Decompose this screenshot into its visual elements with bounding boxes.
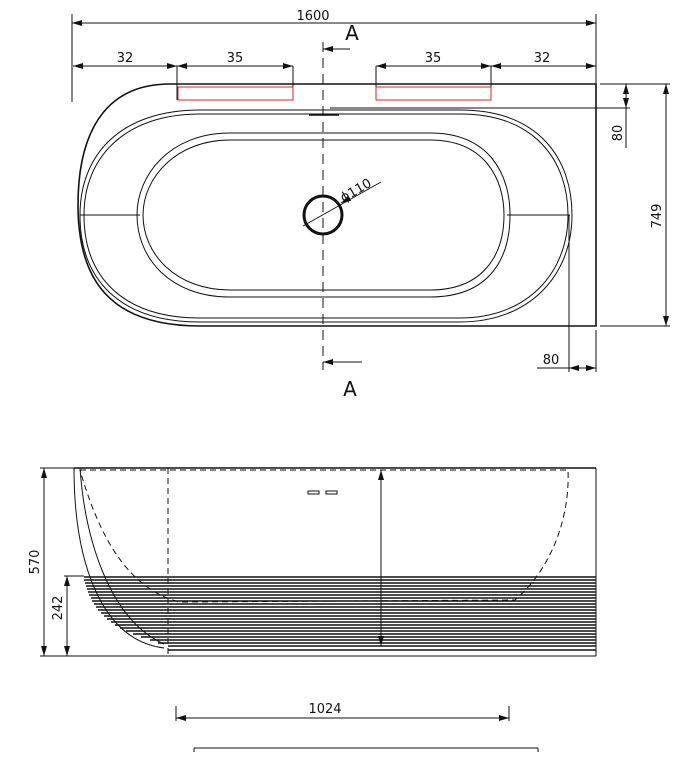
basin-ellipse-outer bbox=[136, 132, 511, 298]
rim-ellipse-outer bbox=[79, 109, 573, 323]
label-section-top: A bbox=[345, 21, 359, 45]
basin-ellipse-inner bbox=[142, 139, 505, 291]
label-right-slot: 35 bbox=[425, 51, 442, 66]
label-overall-width: 749 bbox=[650, 204, 665, 229]
overflow-symbol-left bbox=[307, 490, 320, 495]
label-left-slot: 35 bbox=[227, 51, 244, 66]
label-section-bottom: A bbox=[343, 377, 357, 401]
tub-outline bbox=[77, 83, 597, 327]
label-stripe-height: 242 bbox=[51, 596, 66, 621]
overflow-outline-right bbox=[375, 86, 492, 101]
overflow-outline-left bbox=[177, 86, 294, 101]
label-base-length: 1024 bbox=[308, 702, 341, 717]
plan-view: 1600 A 32 35 35 32 80 749 80 ϕ110 A bbox=[71, 9, 670, 401]
label-left-offset: 32 bbox=[117, 51, 134, 66]
label-right-offset: 32 bbox=[534, 51, 551, 66]
fluted-texture bbox=[84, 576, 596, 651]
label-height: 570 bbox=[28, 550, 43, 575]
label-drain-diameter: ϕ110 bbox=[338, 176, 374, 206]
drain-diameter-leader bbox=[302, 181, 382, 227]
label-rim-depth: 80 bbox=[611, 125, 626, 142]
side-left-inner-curve bbox=[79, 467, 165, 645]
label-bottom-offset: 80 bbox=[543, 353, 560, 368]
label-overall-length: 1600 bbox=[296, 9, 329, 24]
side-view: 570 242 1024 bbox=[28, 467, 597, 752]
hidden-basin bbox=[79, 469, 569, 603]
rim-ellipse-inner bbox=[83, 113, 569, 319]
overflow-symbol-right bbox=[325, 490, 338, 495]
drain-arrow bbox=[340, 195, 352, 204]
drain-circle bbox=[302, 194, 344, 236]
side-left-curve bbox=[73, 467, 165, 649]
